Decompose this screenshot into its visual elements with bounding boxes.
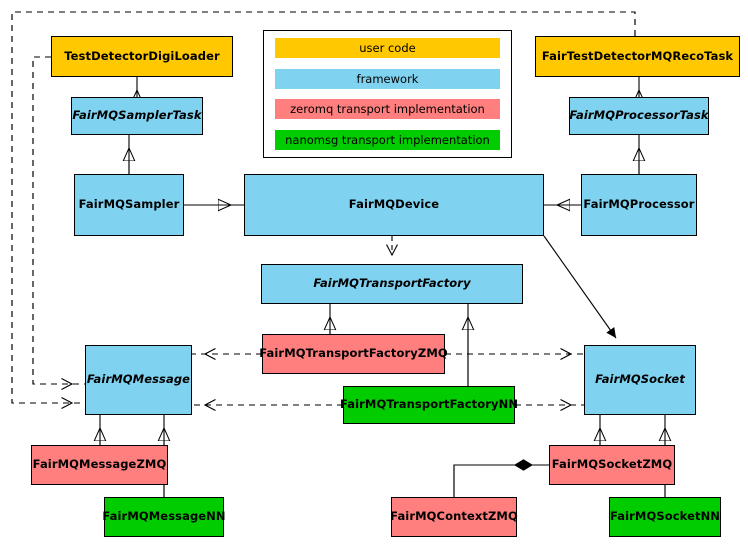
class-node-FairMQMessageZMQ[interactable]: FairMQMessageZMQ: [31, 445, 168, 485]
class-node-label: FairMQSocketZMQ: [551, 457, 673, 472]
class-node-label: FairMQMessageZMQ: [32, 457, 167, 472]
class-node-FairMQContextZMQ[interactable]: FairMQContextZMQ: [390, 497, 518, 537]
class-node-label: FairMQProcessorTask: [569, 108, 709, 123]
class-node-label: FairMQSocketNN: [609, 509, 721, 524]
class-node-FairMQSocket[interactable]: FairMQSocket: [584, 345, 696, 415]
class-node-label: FairMQMessageNN: [102, 509, 226, 524]
class-node-label: FairMQSamplerTask: [72, 108, 202, 123]
class-node-FairMQSampler[interactable]: FairMQSampler: [74, 174, 184, 236]
class-node-label: FairMQTransportFactoryZMQ: [259, 346, 448, 361]
class-node-FairMQProcessorTask[interactable]: FairMQProcessorTask: [569, 97, 709, 135]
class-node-label: FairMQTransportFactory: [313, 276, 471, 291]
legend-item-user-code: user code: [275, 38, 500, 58]
class-node-FairMQProcessor[interactable]: FairMQProcessor: [581, 174, 697, 236]
class-node-FairTestDetectorMQRecoTask[interactable]: FairTestDetectorMQRecoTask: [535, 36, 740, 77]
class-node-label: TestDetectorDigiLoader: [64, 48, 220, 63]
class-node-label: FairMQProcessor: [583, 197, 695, 212]
class-node-FairMQTransportFactory[interactable]: FairMQTransportFactory: [261, 264, 523, 304]
legend-item-framework: framework: [275, 68, 500, 89]
class-node-label: FairMQMessage: [86, 372, 191, 387]
edge-digiloader-message: [32, 56, 72, 384]
class-node-label: FairTestDetectorMQRecoTask: [541, 48, 734, 63]
class-node-label: FairMQSampler: [78, 197, 180, 212]
class-node-FairMQSocketNN[interactable]: FairMQSocketNN: [609, 497, 721, 537]
class-node-FairMQDevice[interactable]: FairMQDevice: [244, 174, 544, 236]
class-node-FairMQTransportFactoryZMQ[interactable]: FairMQTransportFactoryZMQ: [259, 334, 448, 374]
class-node-FairMQSamplerTask[interactable]: FairMQSamplerTask: [71, 97, 203, 135]
class-node-label: FairMQTransportFactoryNN: [339, 397, 519, 412]
class-node-FairMQTransportFactoryNN[interactable]: FairMQTransportFactoryNN: [339, 386, 519, 424]
class-node-TestDetectorDigiLoader[interactable]: TestDetectorDigiLoader: [51, 36, 233, 77]
class-node-FairMQMessage[interactable]: FairMQMessage: [85, 345, 192, 415]
edge-device-socket: [543, 235, 617, 339]
class-node-FairMQSocketZMQ[interactable]: FairMQSocketZMQ: [549, 445, 675, 485]
legend-panel: user code framework zeromq transport imp…: [263, 30, 512, 158]
class-node-FairMQMessageNN[interactable]: FairMQMessageNN: [102, 497, 226, 537]
legend-item-nanomsg: nanomsg transport implementation: [275, 129, 500, 150]
edge-contextzmq-socketzmq: [453, 465, 532, 497]
class-node-label: FairMQSocket: [595, 372, 685, 387]
legend-item-zeromq: zeromq transport implementation: [275, 99, 500, 120]
class-node-label: FairMQDevice: [348, 197, 440, 212]
class-node-label: FairMQContextZMQ: [390, 509, 518, 524]
